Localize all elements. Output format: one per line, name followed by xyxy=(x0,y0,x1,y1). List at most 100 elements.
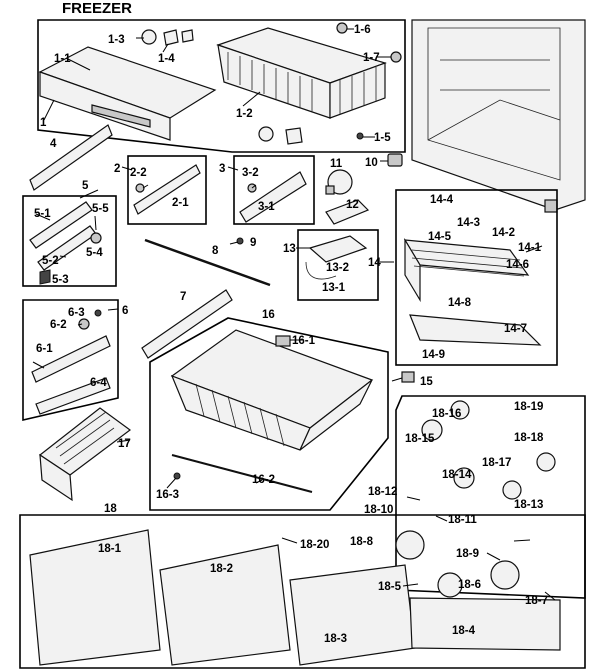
part-17-cover xyxy=(38,407,132,502)
freezer-cabinet xyxy=(411,19,586,213)
diagram-title: FREEZER xyxy=(62,0,133,17)
group-18-bottom-outline xyxy=(19,514,586,669)
label-13: 13 xyxy=(283,243,296,255)
label-18-9: 18-9 xyxy=(456,548,479,560)
label-18-14: 18-14 xyxy=(442,469,472,481)
part-6-2-roller xyxy=(78,318,90,330)
label-14-6: 14-6 xyxy=(506,259,529,271)
group-1-outline xyxy=(37,19,406,153)
part-18-4-panel xyxy=(409,597,561,651)
label-17: 17 xyxy=(118,438,131,450)
label-18-7: 18-7 xyxy=(525,595,548,607)
label-18-1: 18-1 xyxy=(98,543,122,555)
label-18-2: 18-2 xyxy=(210,563,233,575)
part-18-16-fan xyxy=(450,400,470,420)
part-1-6-roller xyxy=(336,22,348,34)
label-15: 15 xyxy=(420,376,433,388)
label-3-1: 3-1 xyxy=(258,201,275,213)
part-1-1-drawer-front xyxy=(38,46,217,141)
label-16-2: 16-2 xyxy=(252,474,275,486)
label-6: 6 xyxy=(122,305,128,317)
label-6-3: 6-3 xyxy=(68,307,85,319)
label-6-2: 6-2 xyxy=(50,319,67,331)
part-18-8-fan-assembly xyxy=(395,530,425,560)
label-13-1: 13-1 xyxy=(322,282,346,294)
part-8-rod xyxy=(144,238,271,287)
label-14-9: 14-9 xyxy=(422,349,445,361)
part-13-2-harness xyxy=(308,235,368,263)
label-18-17: 18-17 xyxy=(482,457,511,469)
part-2-1-rail xyxy=(133,164,201,215)
leader-lines xyxy=(32,28,556,601)
label-14: 14 xyxy=(368,257,381,269)
label-1-1: 1-1 xyxy=(54,53,71,65)
label-5-4: 5-4 xyxy=(86,247,103,259)
part-12-lamp-cover xyxy=(325,199,370,225)
part-5-3-clip xyxy=(39,269,51,285)
part-18-3-cover xyxy=(289,564,416,666)
label-18-16: 18-16 xyxy=(432,408,461,420)
part-1-4-clip xyxy=(163,29,179,46)
label-18-20: 18-20 xyxy=(300,539,329,551)
part-18-18-motor xyxy=(536,452,556,472)
label-6-4: 6-4 xyxy=(90,377,107,389)
label-18-6: 18-6 xyxy=(458,579,481,591)
label-18-5: 18-5 xyxy=(378,581,402,593)
label-16-3: 16-3 xyxy=(156,489,179,501)
part-18-15-housing xyxy=(421,419,443,441)
callout-labels: 1-3 1-4 1-6 1-1 1-7 1-2 1 1-5 4 2 2-2 2-… xyxy=(34,24,548,645)
label-16: 16 xyxy=(262,309,275,321)
label-18-12: 18-12 xyxy=(368,486,397,498)
label-1: 1 xyxy=(40,117,47,129)
part-18-14-motor xyxy=(453,467,475,489)
label-14-4: 14-4 xyxy=(430,194,454,206)
label-5-1: 5-1 xyxy=(34,208,51,220)
label-2-1: 2-1 xyxy=(172,197,189,209)
label-7: 7 xyxy=(180,291,186,303)
part-clip-1 xyxy=(285,127,303,145)
part-18-1-cover xyxy=(29,529,161,666)
part-16-lower-basket xyxy=(170,329,374,451)
group-3-outline xyxy=(233,155,315,225)
label-1-6: 1-6 xyxy=(354,24,371,36)
label-10: 10 xyxy=(365,157,378,169)
group-18-outline xyxy=(395,395,586,599)
label-1-7: 1-7 xyxy=(363,52,380,64)
label-3: 3 xyxy=(219,163,225,175)
part-16-1-cap xyxy=(275,335,291,347)
label-18-11: 18-11 xyxy=(448,514,477,526)
label-2: 2 xyxy=(114,163,120,175)
label-14-2: 14-2 xyxy=(492,227,515,239)
part-1-4b-clip xyxy=(181,29,194,43)
label-18-10: 18-10 xyxy=(364,504,393,516)
label-14-8: 14-8 xyxy=(448,297,472,309)
label-18-18: 18-18 xyxy=(514,432,544,444)
part-6-1-rail xyxy=(31,335,111,383)
label-5: 5 xyxy=(82,180,89,192)
part-16-2-rail xyxy=(171,454,313,493)
label-5-3: 5-3 xyxy=(52,274,69,286)
label-14-5: 14-5 xyxy=(428,231,452,243)
group-14-outline xyxy=(395,189,558,366)
part-1-3-roller xyxy=(141,29,157,45)
label-3-2: 3-2 xyxy=(242,167,259,179)
label-14-7: 14-7 xyxy=(504,323,527,335)
label-1-4: 1-4 xyxy=(158,53,175,65)
label-8: 8 xyxy=(212,245,219,257)
group-13-outline xyxy=(297,229,379,301)
label-18-13: 18-13 xyxy=(514,499,543,511)
part-16-3-screw xyxy=(173,472,181,480)
part-11-lamp xyxy=(325,169,353,195)
label-5-5: 5-5 xyxy=(92,203,109,215)
part-wheel-1 xyxy=(258,126,274,142)
label-18: 18 xyxy=(104,503,117,515)
part-3-1-rail xyxy=(239,171,307,223)
label-18-15: 18-15 xyxy=(405,433,435,445)
part-18-6-blade xyxy=(437,572,463,598)
group-16-outline xyxy=(149,317,389,511)
label-18-3: 18-3 xyxy=(324,633,347,645)
label-9: 9 xyxy=(250,237,256,249)
part-4-rail xyxy=(29,124,113,191)
part-13-1-wire xyxy=(305,261,337,280)
part-10-switch xyxy=(387,153,403,167)
